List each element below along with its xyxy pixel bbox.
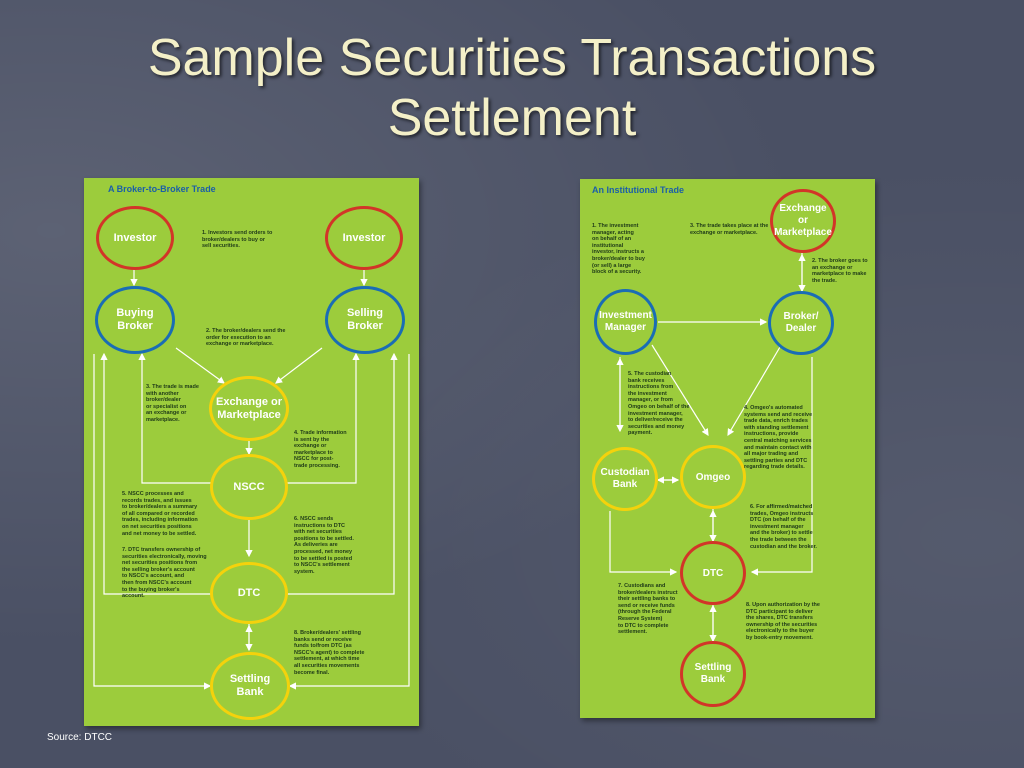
institutional-trade-diagram: An Institutional Trade Exchange or Marke… bbox=[580, 179, 875, 718]
left-note-8: 8. Broker/dealers' settling banks send o… bbox=[294, 630, 365, 676]
left-note-5: 5. NSCC processes and records trades, an… bbox=[122, 491, 198, 537]
left-settling-bank-node: Settling Bank bbox=[210, 652, 290, 720]
right-note-5: 5. The custodian bank receives instructi… bbox=[628, 371, 690, 437]
left-note-2: 2. The broker/dealers send the order for… bbox=[206, 328, 286, 348]
left-note-4: 4. Trade information is sent by the exch… bbox=[294, 430, 347, 469]
broker-dealer-node: Broker/ Dealer bbox=[768, 291, 834, 355]
right-dtc-node: DTC bbox=[680, 541, 746, 605]
exchange-marketplace-node: Exchange or Marketplace bbox=[209, 376, 289, 441]
right-exchange-node: Exchange or Marketplace bbox=[770, 189, 836, 253]
right-note-6: 6. For affirmed/matched trades, Omgeo in… bbox=[750, 504, 817, 550]
right-note-8: 8. Upon authorization by the DTC partici… bbox=[746, 602, 820, 641]
right-note-7: 7. Custodians and broker/dealers instruc… bbox=[618, 583, 678, 636]
right-panel-heading: An Institutional Trade bbox=[592, 185, 685, 195]
right-note-3: 3. The trade takes place at the exchange… bbox=[690, 223, 769, 236]
left-note-6: 6. NSCC sends instructions to DTC with n… bbox=[294, 516, 354, 575]
nscc-node: NSCC bbox=[210, 454, 288, 520]
left-panel-heading: A Broker-to-Broker Trade bbox=[108, 184, 216, 194]
selling-broker-node: Selling Broker bbox=[325, 286, 405, 354]
right-investor-node: Investor bbox=[325, 206, 403, 270]
left-connectors bbox=[93, 269, 410, 690]
right-note-2: 2. The broker goes to an exchange or mar… bbox=[812, 258, 868, 284]
broker-to-broker-diagram: A Broker-to-Broker Trade Investor Invest… bbox=[84, 178, 419, 726]
slide-title: Sample Securities Transactions Settlemen… bbox=[0, 28, 1024, 148]
source-credit: Source: DTCC bbox=[47, 732, 113, 743]
right-settling-bank-node: Settling Bank bbox=[680, 641, 746, 707]
right-note-4: 4. Omgeo's automated systems send and re… bbox=[744, 405, 813, 471]
left-note-7: 7. DTC transfers ownership of securities… bbox=[122, 547, 207, 600]
slide-title-line-1: Sample Securities Transactions bbox=[147, 29, 877, 87]
left-note-3: 3. The trade is made with another broker… bbox=[146, 384, 199, 423]
omgeo-node: Omgeo bbox=[680, 445, 746, 509]
right-note-1: 1. The investment manager, acting on beh… bbox=[592, 223, 645, 276]
left-investor-node: Investor bbox=[96, 206, 174, 270]
left-note-1: 1. Investors send orders to broker/deale… bbox=[202, 230, 273, 250]
dtc-node: DTC bbox=[210, 562, 288, 624]
custodian-bank-node: Custodian Bank bbox=[592, 447, 658, 511]
right-connectors bbox=[609, 253, 813, 643]
investment-manager-node: Investment Manager bbox=[594, 289, 657, 355]
buying-broker-node: Buying Broker bbox=[95, 286, 175, 354]
slide-title-line-2: Settlement bbox=[387, 89, 637, 147]
